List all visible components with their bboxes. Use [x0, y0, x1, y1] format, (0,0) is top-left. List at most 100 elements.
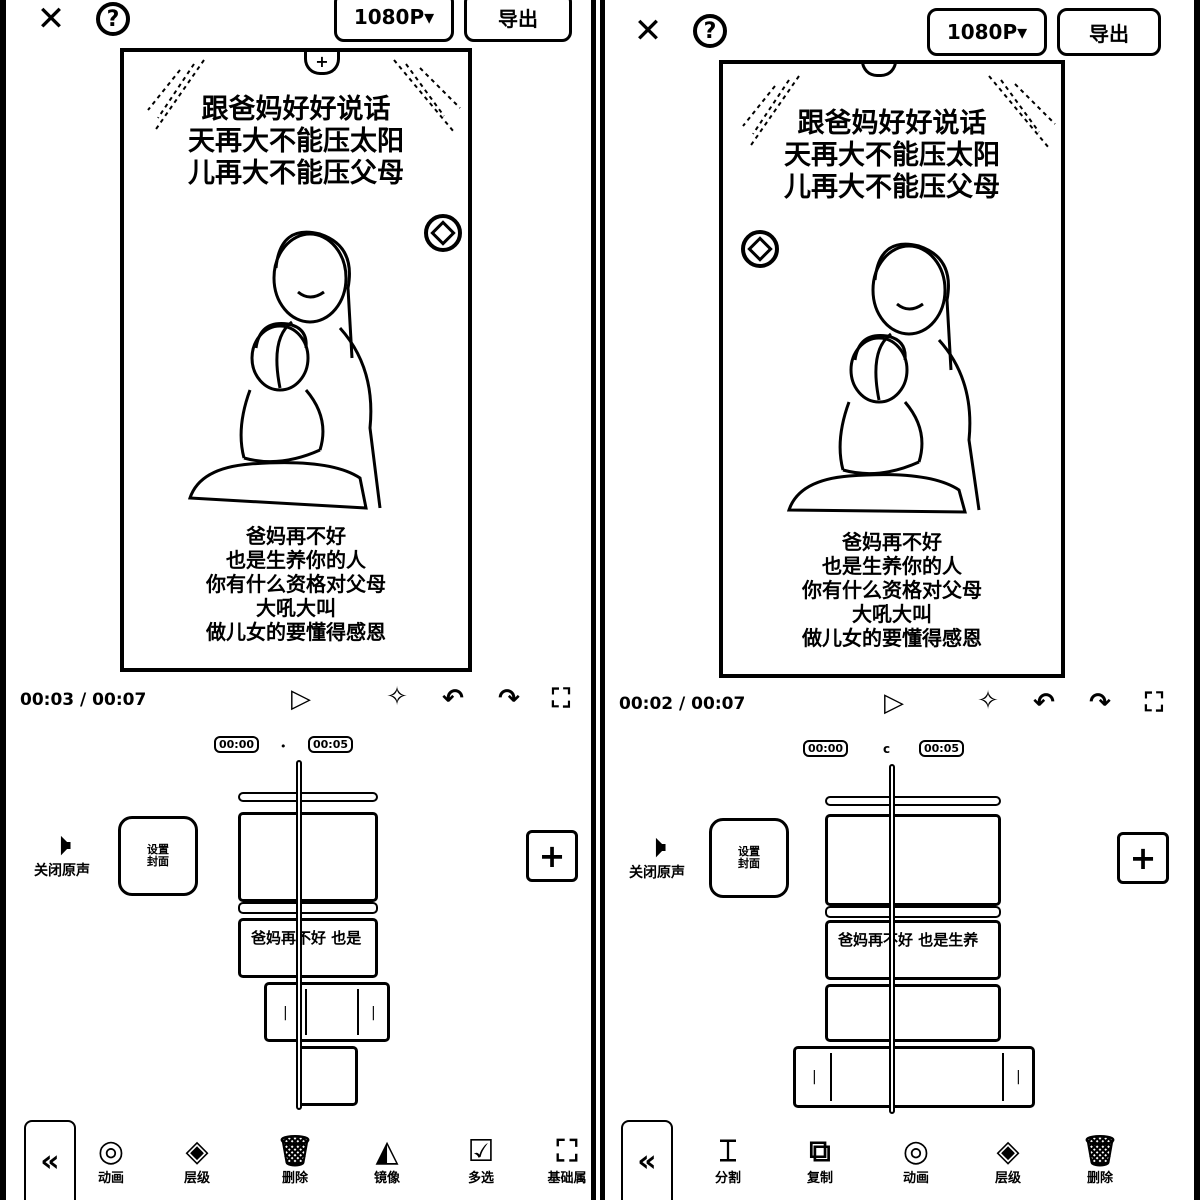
clip-body [305, 989, 359, 1035]
cover-label: 设置封面 [738, 845, 760, 870]
speaker-icon: 🕨 [53, 828, 71, 861]
undo-icon[interactable]: ↶ [442, 684, 464, 714]
timeline-tick: 00:00 [803, 740, 849, 757]
sticker-clip[interactable] [296, 1046, 358, 1106]
title-line: 天再大不能压太阳 [188, 126, 404, 157]
layers-icon: ◈ [185, 1134, 209, 1169]
play-icon[interactable]: ▷ [291, 684, 311, 714]
time-display: 00:03 / 00:07 [20, 690, 147, 710]
fullscreen-icon[interactable]: ⛶ [551, 683, 571, 714]
resolution-label: 1080P [946, 20, 1018, 44]
undo-icon[interactable]: ↶ [1033, 688, 1055, 718]
transition-strip [825, 906, 1001, 918]
trim-handle-left[interactable]: | [283, 1005, 288, 1021]
redo-icon[interactable]: ↷ [1089, 688, 1111, 718]
help-icon[interactable]: ? [96, 2, 130, 36]
resolution-button[interactable]: 1080P▾ [927, 8, 1047, 56]
magic-wand-icon[interactable]: ✧ [386, 682, 408, 712]
text-clip[interactable]: 爸妈再不好 也是生养 [825, 920, 1001, 980]
timeline-dot: c [883, 742, 891, 756]
trim-handle-right[interactable]: | [371, 1005, 376, 1021]
toolbar-item-basic-props[interactable]: ⛶ 基础属 [532, 1132, 591, 1186]
mute-original-button[interactable]: 🕨 关闭原声 [26, 830, 98, 880]
toolbar-item-delete[interactable]: 🗑 删除 [260, 1132, 330, 1186]
add-clip-button[interactable]: + [1117, 832, 1169, 884]
sticker-clip[interactable] [825, 984, 1001, 1042]
sticker-icon[interactable] [741, 230, 779, 268]
text-clip[interactable]: 爸妈再不好 也是 [238, 918, 378, 978]
add-overlay-icon[interactable]: + [304, 52, 340, 75]
delete-icon: 🗑 [1080, 1134, 1120, 1169]
timeline-tick: 00:05 [308, 736, 354, 753]
mother-child-illustration [187, 230, 382, 510]
collapse-toolbar-button[interactable]: « [24, 1120, 76, 1200]
selected-clip[interactable]: | | [264, 982, 390, 1042]
sticker-icon[interactable] [424, 214, 462, 252]
body-line: 做儿女的要懂得感恩 [206, 620, 386, 644]
resolution-button[interactable]: 1080P▾ [334, 0, 454, 42]
playhead[interactable] [889, 764, 895, 1114]
export-button[interactable]: 导出 [464, 0, 572, 42]
add-clip-button[interactable]: + [526, 830, 578, 882]
ribbon-decoration-left [742, 75, 800, 149]
video-clip[interactable] [238, 812, 378, 902]
toolbar-item-multi-select[interactable]: ☑ 多选 [446, 1132, 516, 1186]
mute-label: 关闭原声 [629, 865, 685, 881]
trim-handle-right[interactable]: | [1016, 1069, 1021, 1085]
set-cover-button[interactable]: 设置封面 [709, 818, 789, 898]
toolbar-item-delete[interactable]: 🗑 删除 [1065, 1132, 1135, 1186]
body-line: 你有什么资格对父母 [206, 572, 386, 596]
toolbar-item-animation[interactable]: ◎ 动画 [881, 1132, 951, 1186]
preview-title: 跟爸妈好好说话 天再大不能压太阳 儿再大不能压父母 [723, 108, 1061, 204]
video-preview[interactable]: 跟爸妈好好说话 天再大不能压太阳 儿再大不能压父母 爸妈再不好 也是生养你的人 … [719, 60, 1065, 678]
toolbar-label: 多选 [467, 1171, 494, 1186]
collapse-toolbar-button[interactable]: « [621, 1120, 673, 1200]
mute-label: 关闭原声 [34, 863, 90, 879]
magic-wand-icon[interactable]: ✧ [977, 686, 999, 716]
title-line: 儿再大不能压父母 [784, 172, 1000, 203]
chevron-down-icon: ▾ [424, 5, 435, 29]
timeline-tick: 00:00 [214, 736, 260, 753]
copy-icon: ⧉ [809, 1134, 831, 1169]
toolbar-label: 层级 [994, 1171, 1021, 1186]
add-overlay-icon[interactable] [861, 64, 897, 77]
body-line: 爸妈再不好 [246, 524, 346, 548]
video-clip[interactable] [825, 814, 1001, 906]
toolbar-item-mirror[interactable]: ◭ 镜像 [352, 1132, 422, 1186]
close-icon[interactable]: ✕ [36, 0, 66, 39]
toolbar-label: 动画 [97, 1171, 124, 1186]
play-icon[interactable]: ▷ [884, 688, 904, 718]
video-preview[interactable]: + 跟爸妈好好说话 天再大不能压太阳 儿再大不能压父母 爸妈再不好 也是生养你的… [120, 48, 472, 672]
toolbar-item-split[interactable]: ⌶ 分割 [693, 1132, 763, 1186]
playhead[interactable] [296, 760, 302, 1110]
text-clip-label: 爸妈再不好 也是 [251, 929, 362, 947]
mute-original-button[interactable]: 🕨 关闭原声 [621, 832, 693, 882]
preview-body-text: 爸妈再不好 也是生养你的人 你有什么资格对父母 大吼大叫 做儿女的要懂得感恩 [723, 530, 1061, 650]
animation-icon: ◎ [902, 1134, 930, 1169]
redo-icon[interactable]: ↷ [498, 684, 520, 714]
layers-icon: ◈ [996, 1134, 1020, 1169]
audio-track-line[interactable] [238, 792, 378, 802]
set-cover-button[interactable]: 设置封面 [118, 816, 198, 896]
audio-track-line[interactable] [825, 796, 1001, 806]
clip-body [830, 1053, 1004, 1101]
title-line: 儿再大不能压父母 [188, 158, 404, 189]
fullscreen-icon[interactable]: ⛶ [1144, 687, 1164, 718]
toolbar-item-animation[interactable]: ◎ 动画 [76, 1132, 146, 1186]
preview-title: 跟爸妈好好说话 天再大不能压太阳 儿再大不能压父母 [124, 94, 468, 190]
toolbar-item-layers[interactable]: ◈ 层级 [973, 1132, 1043, 1186]
toolbar-item-layers[interactable]: ◈ 层级 [162, 1132, 232, 1186]
preview-body-text: 爸妈再不好 也是生养你的人 你有什么资格对父母 大吼大叫 做儿女的要懂得感恩 [124, 524, 468, 644]
trim-handle-left[interactable]: | [812, 1069, 817, 1085]
close-icon[interactable]: ✕ [633, 11, 663, 51]
help-icon[interactable]: ? [693, 14, 727, 48]
title-line: 天再大不能压太阳 [784, 140, 1000, 171]
body-line: 大吼大叫 [852, 602, 932, 626]
ribbon-decoration-left [147, 59, 205, 133]
mother-child-illustration [786, 242, 981, 514]
editor-panel-right: ✕ ? 1080P▾ 导出 跟爸妈好好说话 天再大不能压太阳 儿再大不能压父母 [600, 0, 1200, 1200]
toolbar-item-copy[interactable]: ⧉ 复制 [785, 1132, 855, 1186]
selected-clip[interactable]: | | [793, 1046, 1035, 1108]
export-button[interactable]: 导出 [1057, 8, 1161, 56]
toolbar-label: 复制 [806, 1171, 833, 1186]
